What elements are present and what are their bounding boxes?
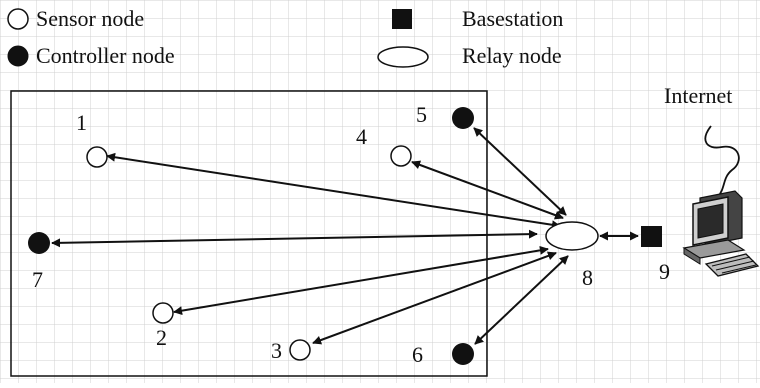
legend-relay-label: Relay node: [462, 43, 562, 68]
sensor-node-2: [152, 302, 174, 324]
legend-sensor-symbol: [7, 8, 29, 30]
sensor-node-3: [289, 339, 311, 361]
controller-node-5: [452, 107, 474, 129]
legend-relay-symbol: [377, 46, 429, 68]
node-label-9: 9: [659, 259, 670, 284]
computer-icon: [682, 190, 760, 277]
sensor-node-1: [86, 146, 108, 168]
legend-sensor-label: Sensor node: [36, 6, 144, 31]
internet-cable: [704, 125, 740, 199]
nodes: [28, 107, 662, 365]
internet-label: Internet: [664, 83, 732, 108]
node-label-5: 5: [416, 102, 427, 127]
node-label-6: 6: [412, 342, 423, 367]
node-label-3: 3: [271, 338, 282, 363]
node-label-8: 8: [582, 265, 593, 290]
basestation-9: [641, 226, 662, 247]
node-label-4: 4: [356, 124, 367, 149]
link-relay-node-6: [474, 255, 569, 345]
node-label-7: 7: [32, 267, 43, 292]
node-labels: 1 2 3 4 5 6 7 8 9: [32, 102, 670, 367]
legend-basestation-label: Basestation: [462, 6, 563, 31]
node-label-2: 2: [156, 325, 167, 350]
link-relay-node-7: [51, 229, 538, 248]
links: [51, 127, 639, 345]
legend-basestation-symbol: [392, 9, 412, 29]
relay-node-8: [545, 221, 599, 251]
sensor-node-4: [390, 145, 412, 167]
legend-controller-label: Controller node: [36, 43, 175, 68]
legend: Sensor node Controller node Basestation …: [7, 6, 563, 68]
link-relay-node-5: [473, 127, 567, 216]
node-label-1: 1: [76, 110, 87, 135]
controller-node-6: [452, 343, 474, 365]
legend-controller-symbol: [7, 45, 29, 67]
controller-node-7: [28, 232, 50, 254]
